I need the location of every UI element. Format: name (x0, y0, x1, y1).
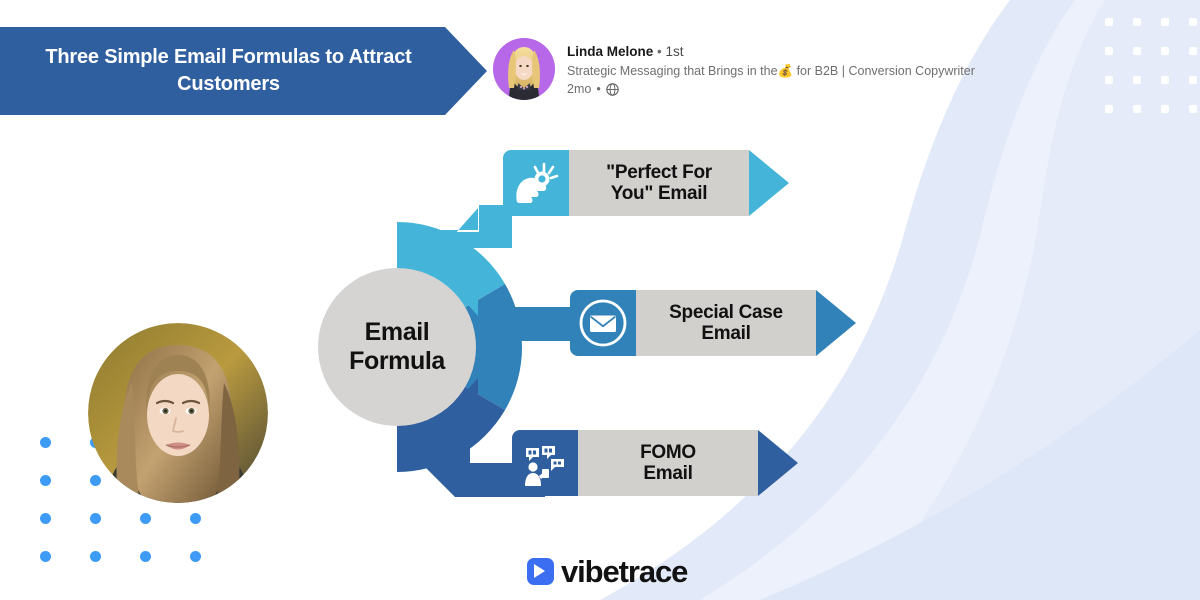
decor-dot (90, 551, 101, 562)
decor-dot (140, 551, 151, 562)
vibetrace-logo[interactable]: vibetrace (527, 554, 688, 589)
decor-dot (1133, 105, 1141, 113)
tagline-text-before: Strategic Messaging that Brings in the (567, 63, 778, 78)
decor-dot (1133, 47, 1141, 55)
title-banner: Three Simple Email Formulas to Attract C… (0, 27, 487, 115)
diagram-hub: Email Formula (318, 268, 476, 426)
flow-label-2-line2: Email (701, 323, 751, 344)
decor-dot (1189, 47, 1197, 55)
decor-dot (1189, 105, 1197, 113)
pointing-hand-icon (516, 162, 559, 203)
decor-dot (90, 475, 101, 486)
flow-label-1-line2: You" Email (610, 183, 708, 204)
flow-label-3-line2: Email (643, 463, 693, 484)
person-speech-bubbles-icon (525, 446, 564, 486)
decor-dot (190, 551, 201, 562)
avatar-image (493, 38, 555, 100)
decor-dot (1133, 76, 1141, 84)
flow-icon-container-3 (512, 430, 578, 496)
avatar[interactable] (493, 38, 555, 100)
linkedin-author-row: Linda Melone • 1st (567, 42, 975, 62)
decor-dot (1105, 76, 1113, 84)
decor-dot (1133, 18, 1141, 26)
envelope-circle-icon (579, 299, 627, 347)
author-tagline: Strategic Messaging that Brings in the💰 … (567, 62, 975, 81)
hub-label-line1: Email (364, 317, 430, 346)
linkedin-post-meta: Linda Melone • 1st Strategic Messaging t… (567, 38, 975, 99)
decor-dot-grid-right (1105, 18, 1200, 134)
presenter-portrait (88, 323, 268, 503)
decor-dot (190, 513, 201, 524)
tagline-text-after: for B2B | Conversion Copywriter (793, 63, 975, 78)
decor-dot (40, 513, 51, 524)
hub-label: Email Formula (349, 318, 445, 377)
flow-arrow-tip-3 (758, 430, 798, 496)
decor-dot (1161, 47, 1169, 55)
vibetrace-wordmark: vibetrace (561, 554, 688, 589)
vibetrace-logo-mark-icon (527, 558, 554, 585)
page-title: Three Simple Email Formulas to Attract C… (45, 46, 412, 95)
flow-icon-container-1 (503, 150, 569, 216)
portrait-image (88, 323, 268, 503)
post-time-ago: 2mo (567, 82, 592, 97)
hub-label-line2: Formula (349, 347, 445, 375)
flow-label-3-line1: FOMO (640, 441, 696, 463)
flow-icon-container-2 (570, 290, 636, 356)
decor-dot (140, 513, 151, 524)
separator-dot: • (596, 82, 601, 97)
flow-arrow-tip-1 (749, 150, 789, 216)
linkedin-post-header: Linda Melone • 1st Strategic Messaging t… (493, 38, 975, 100)
decor-dot (40, 437, 51, 448)
flow-label-2-line1: Special Case (669, 301, 783, 323)
decor-dot (40, 475, 51, 486)
decor-dot (90, 513, 101, 524)
money-bag-emoji: 💰 (777, 63, 794, 78)
decor-dot (1161, 76, 1169, 84)
decor-dot (1189, 76, 1197, 84)
decor-dot (1105, 18, 1113, 26)
flow-label-1-line1: "Perfect For (606, 161, 712, 183)
post-timestamp-row: 2mo • (567, 80, 975, 99)
decor-dot (1161, 18, 1169, 26)
decor-dot (40, 551, 51, 562)
decor-dot (1105, 47, 1113, 55)
globe-icon (606, 83, 619, 96)
separator-dot: • (657, 44, 662, 59)
decor-dot (1161, 105, 1169, 113)
connection-degree: 1st (665, 44, 684, 59)
flow-arrow-tip-2 (816, 290, 856, 356)
decor-dot (1189, 18, 1197, 26)
decor-dot (1105, 105, 1113, 113)
author-name[interactable]: Linda Melone (567, 44, 654, 59)
